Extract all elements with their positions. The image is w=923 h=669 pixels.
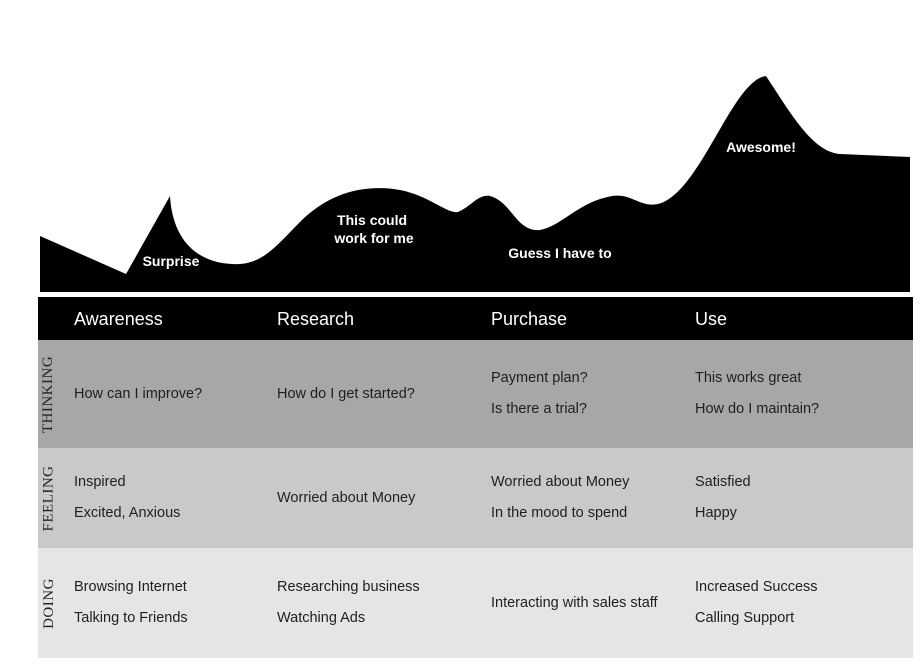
cell-line: Browsing Internet: [74, 579, 187, 595]
cell-line: Interacting with sales staff: [491, 594, 658, 611]
cell-thinking-awareness: How can I improve?: [74, 340, 202, 448]
cell-line: Watching Ads: [277, 610, 366, 626]
cell-thinking-use: This works great How do I maintain?: [695, 340, 819, 448]
row-label-thinking: THINKING: [38, 340, 60, 448]
row-feeling: FEELING Inspired Excited, Anxious Worrie…: [38, 448, 913, 548]
emotion-label-line: This could: [337, 212, 407, 228]
cell-line: Talking to Friends: [74, 610, 188, 626]
cell-line: Inspired: [74, 474, 126, 490]
row-doing: DOING Browsing Internet Talking to Frien…: [38, 548, 913, 658]
emotion-label-awesome: Awesome!: [726, 139, 796, 155]
cell-feeling-purchase: Worried about Money In the mood to spend: [491, 448, 629, 548]
cell-doing-research: Researching business Watching Ads: [277, 548, 420, 658]
row-label-text: DOING: [40, 577, 57, 629]
cell-line: How can I improve?: [74, 385, 203, 402]
cell-feeling-awareness: Inspired Excited, Anxious: [74, 448, 180, 548]
emotion-label-guess: Guess I have to: [508, 245, 611, 261]
cell-line: Excited, Anxious: [74, 505, 181, 521]
cell-line: How do I get started?: [277, 385, 415, 402]
row-thinking: THINKING How can I improve? How do I get…: [38, 340, 913, 448]
cell-thinking-research: How do I get started?: [277, 340, 415, 448]
stage-awareness: Awareness: [74, 309, 163, 329]
emotion-curve-svg: Surprise This could work for me Guess I …: [40, 76, 910, 292]
row-label-text: FEELING: [40, 465, 57, 531]
emotion-label-line: Guess I have to: [508, 245, 611, 261]
cell-doing-use: Increased Success Calling Support: [695, 548, 818, 658]
cell-line: In the mood to spend: [491, 505, 628, 521]
cell-feeling-research: Worried about Money: [277, 448, 415, 548]
cell-line: Worried about Money: [491, 474, 630, 490]
cell-line: Increased Success: [695, 579, 818, 595]
emotion-curve: Surprise This could work for me Guess I …: [0, 0, 923, 300]
cell-line: This works great: [695, 370, 802, 386]
cell-line: Happy: [695, 505, 737, 521]
emotion-label-line: work for me: [333, 230, 414, 246]
cell-line: Researching business: [277, 579, 420, 595]
cell-line: Calling Support: [695, 610, 795, 626]
stage-header: Awareness Research Purchase Use: [38, 297, 913, 340]
stage-purchase: Purchase: [491, 309, 568, 329]
row-label-doing: DOING: [38, 548, 60, 658]
cell-feeling-use: Satisfied Happy: [695, 448, 751, 548]
row-label-text: THINKING: [40, 355, 57, 433]
cell-doing-awareness: Browsing Internet Talking to Friends: [74, 548, 188, 658]
stage-research: Research: [277, 309, 355, 329]
cell-line: Worried about Money: [277, 489, 416, 506]
cell-line: Payment plan?: [491, 370, 588, 386]
cell-line: Is there a trial?: [491, 401, 587, 417]
emotion-label-surprise: Surprise: [143, 253, 200, 269]
row-label-feeling: FEELING: [38, 448, 60, 548]
emotion-label-could-work: This could work for me: [333, 212, 414, 246]
cell-line: How do I maintain?: [695, 401, 820, 417]
cell-thinking-purchase: Payment plan? Is there a trial?: [491, 340, 588, 448]
emotion-label-line: Awesome!: [726, 139, 796, 155]
stage-use: Use: [695, 309, 728, 329]
emotion-label-line: Surprise: [143, 253, 200, 269]
cell-line: Satisfied: [695, 474, 751, 490]
emotion-curve-shape: [40, 76, 910, 292]
cell-doing-purchase: Interacting with sales staff: [491, 548, 658, 658]
